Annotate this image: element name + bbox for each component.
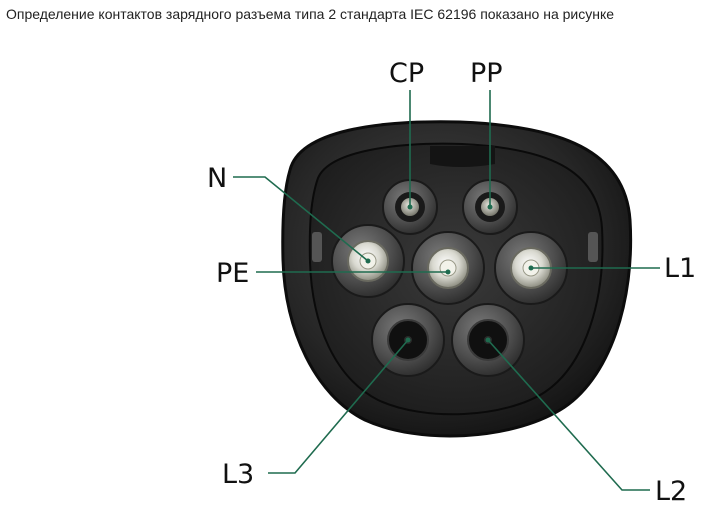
- latch-right: [588, 232, 598, 262]
- leader-dot-pp: [487, 204, 493, 210]
- leader-dot-pe: [445, 269, 451, 275]
- figure-caption: Определение контактов зарядного разъема …: [6, 6, 615, 22]
- leader-dot-l1: [528, 265, 534, 271]
- leader-dot-n: [365, 258, 371, 264]
- leader-dot-l2: [485, 337, 491, 343]
- leader-l2: [487, 339, 650, 491]
- label-l2: L2: [655, 476, 687, 507]
- label-pp: PP: [470, 58, 503, 89]
- label-pe: PE: [216, 258, 249, 289]
- latch-left: [312, 232, 322, 262]
- label-l3: L3: [222, 459, 254, 490]
- label-l1: L1: [664, 253, 696, 284]
- leader-dot-cp: [407, 204, 413, 210]
- leader-n: [233, 176, 369, 262]
- pin-pe: [411, 231, 485, 305]
- label-n: N: [207, 163, 227, 194]
- leader-l3: [268, 339, 409, 474]
- leader-dot-l3: [405, 337, 411, 343]
- label-cp: CP: [389, 58, 424, 89]
